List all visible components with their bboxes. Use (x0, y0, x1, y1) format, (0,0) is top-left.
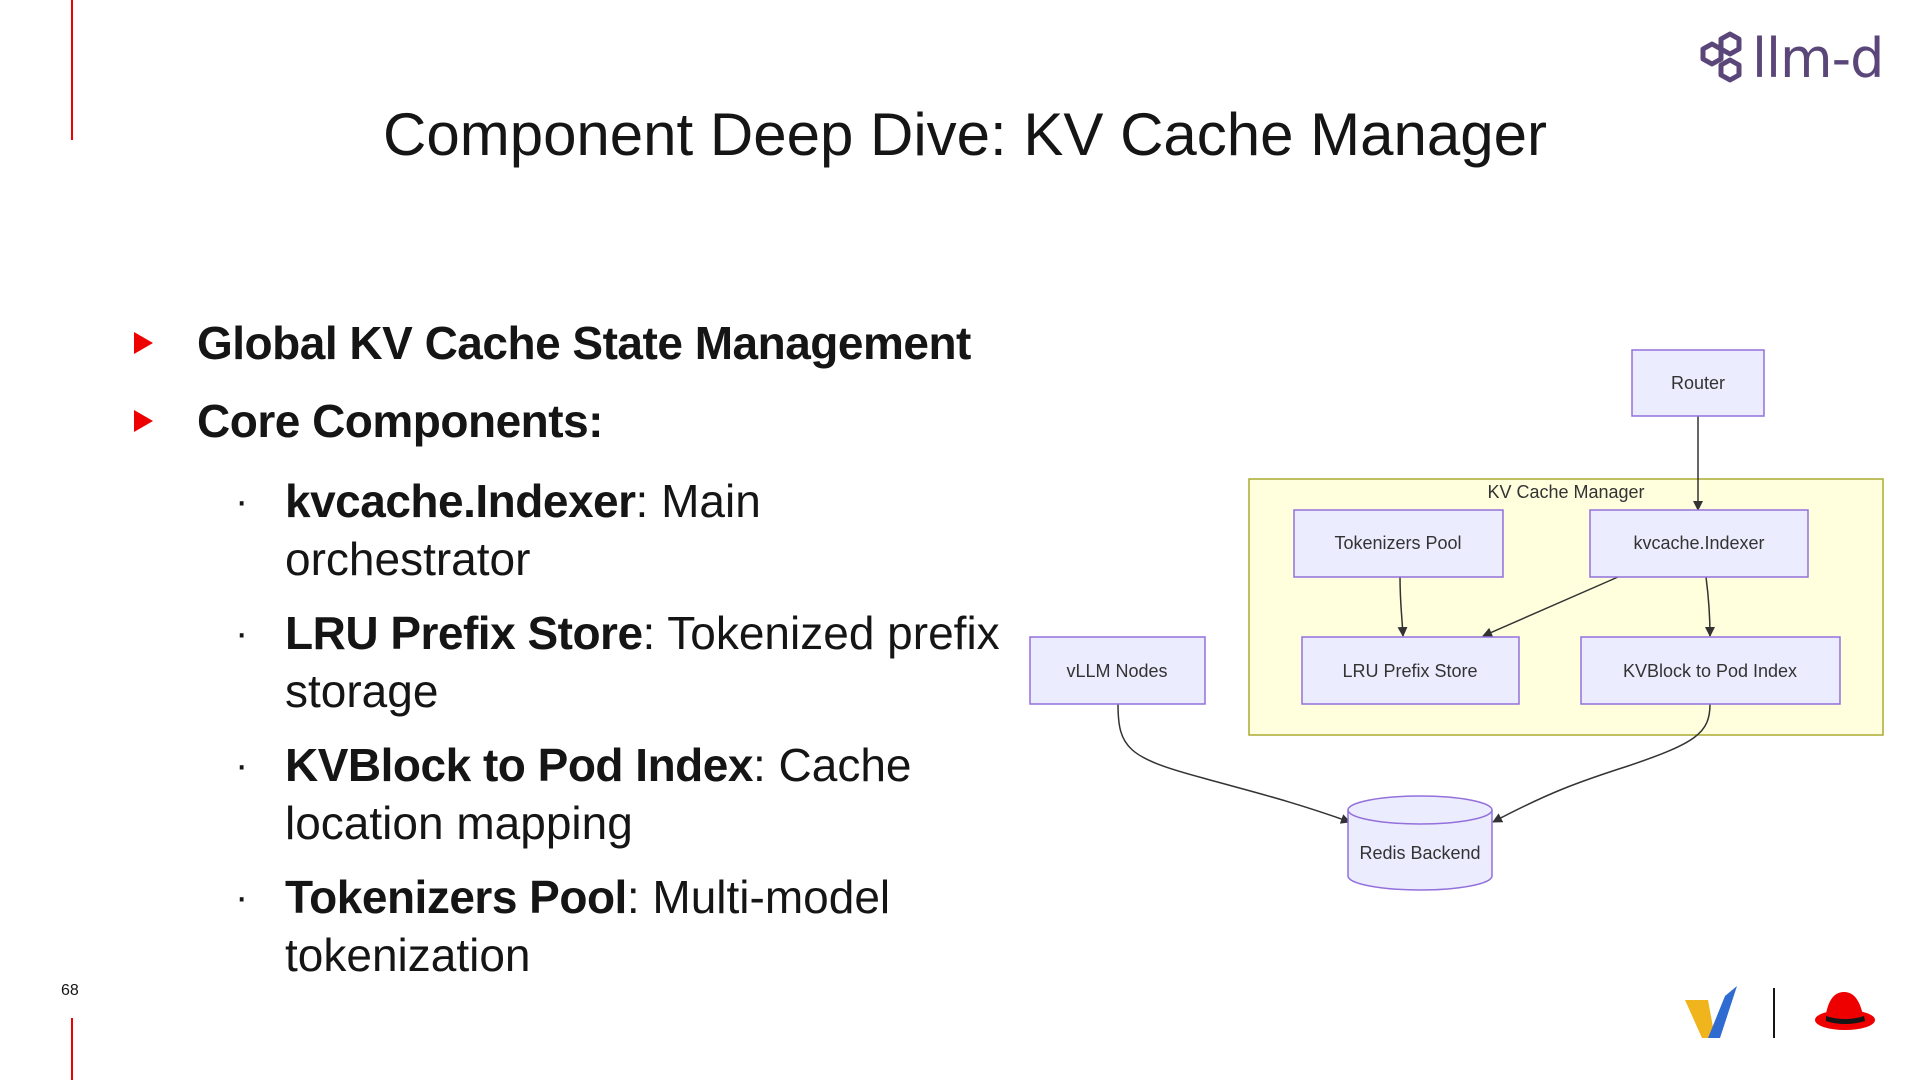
vllm-nodes-label: vLLM Nodes (1066, 661, 1167, 681)
component-name: KVBlock to Pod Index (285, 739, 753, 791)
dot-icon: · (235, 479, 249, 523)
llm-d-wordmark: llm-d (1752, 26, 1884, 90)
bullet-label: Core Components: (197, 395, 604, 447)
sub-bullet-kvblock: · KVBlock to Pod Index: Cache location m… (235, 736, 1005, 852)
dot-icon: · (235, 611, 249, 655)
lru-prefix-store-node (1301, 636, 1520, 705)
router-node (1631, 349, 1765, 417)
page-number: 68 (61, 982, 79, 999)
bullet-global-kv: Global KV Cache State Management (130, 308, 1030, 378)
sub-bullet-tokenizers: · Tokenizers Pool: Multi-model tokenizat… (235, 868, 1005, 984)
llm-d-hexagon-icon (1700, 31, 1742, 83)
router-label: Router (1671, 373, 1725, 393)
left-accent-line-bottom (71, 1018, 73, 1080)
kvblock-index-label: KVBlock to Pod Index (1623, 661, 1797, 681)
component-name: kvcache.Indexer (285, 475, 636, 527)
dot-icon: · (235, 875, 249, 919)
component-sep: : (642, 607, 656, 659)
component-name: LRU Prefix Store (285, 607, 643, 659)
redis-backend-label: Redis Backend (1359, 843, 1480, 863)
bullet-list: Global KV Cache State Management Core Co… (130, 308, 1030, 984)
lru-prefix-store-label: LRU Prefix Store (1342, 661, 1477, 681)
edge-vllm-redis (1117, 703, 1351, 824)
slide-title: Component Deep Dive: KV Cache Manager (383, 101, 1547, 168)
component-sep: : (635, 475, 649, 527)
component-desc: Tokenized prefix storage (285, 607, 1000, 717)
component-sep: : (752, 739, 766, 791)
bullet-label: Global KV Cache State Management (197, 317, 971, 369)
red-triangle-icon (134, 410, 153, 432)
indexer-label: kvcache.Indexer (1633, 533, 1764, 553)
footer-logos (1685, 986, 1875, 1038)
edge-kvblock-redis (1492, 703, 1711, 823)
sub-bullet-lru: · LRU Prefix Store: Tokenized prefix sto… (235, 604, 1005, 720)
component-sep: : (626, 871, 640, 923)
tokenizers-pool-label: Tokenizers Pool (1334, 533, 1461, 553)
component-desc: Cache location mapping (285, 739, 912, 849)
vllm-nodes-node (1029, 636, 1206, 705)
kvblock-index-node (1580, 636, 1841, 705)
component-desc: Main orchestrator (285, 475, 761, 585)
edge-indexer-kvblock (1704, 576, 1715, 637)
edge-tokenizers-lru (1397, 576, 1408, 637)
sub-bullet-indexer: · kvcache.Indexer: Main orchestrator (235, 472, 1005, 588)
kv-cache-architecture-diagram: KV Cache Manager Router Tokenizers Pool … (1029, 349, 1884, 891)
dot-icon: · (235, 743, 249, 787)
indexer-node (1589, 509, 1809, 578)
group-label: KV Cache Manager (1487, 482, 1644, 502)
vllm-logo-icon (1685, 986, 1737, 1038)
edge-indexer-lru (1482, 576, 1619, 637)
bullet-core-components: Core Components: (130, 386, 1030, 456)
red-triangle-icon (134, 332, 153, 354)
llm-d-logo: llm-d (1688, 22, 1894, 94)
red-hat-logo-icon (1815, 992, 1875, 1030)
component-desc: Multi-model tokenization (285, 871, 891, 981)
tokenizers-pool-node (1293, 509, 1504, 578)
component-name: Tokenizers Pool (285, 871, 627, 923)
left-accent-line-top (71, 0, 73, 140)
redis-backend-node (1347, 795, 1493, 891)
